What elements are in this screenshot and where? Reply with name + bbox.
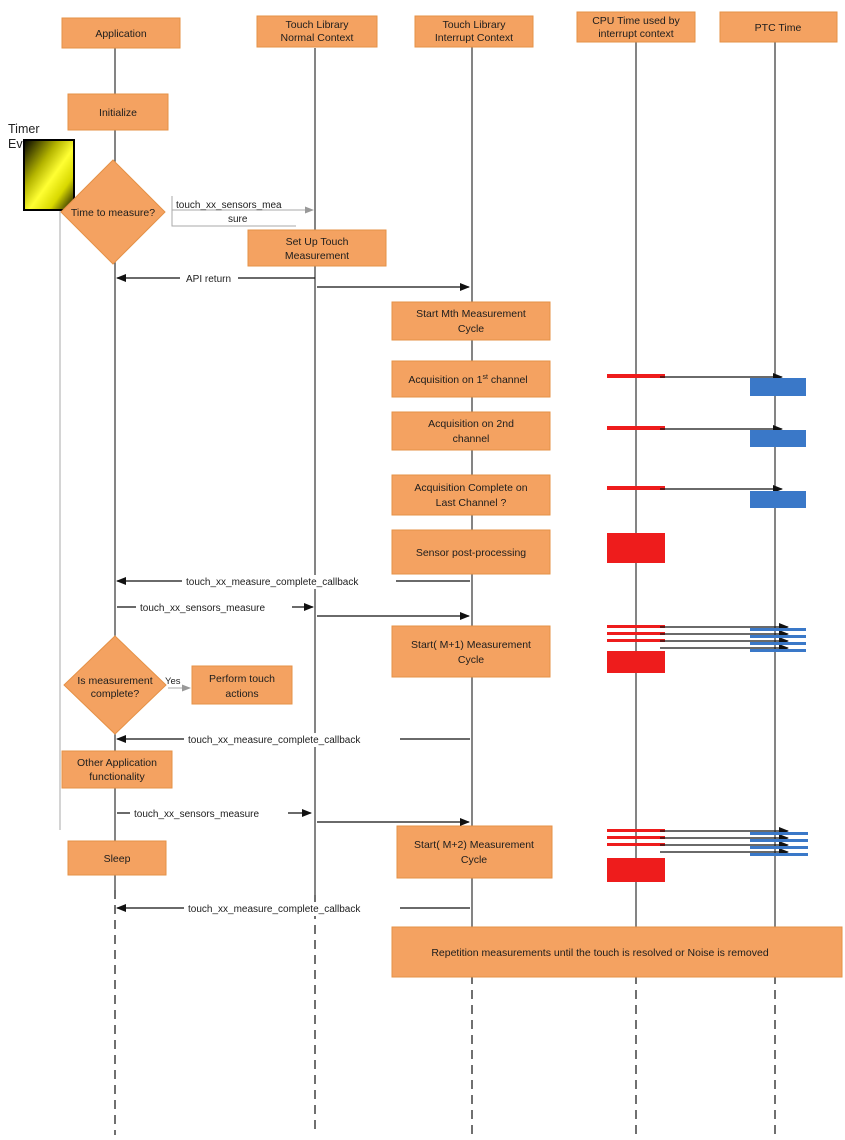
ptc-bar-m1-3 [750,642,806,645]
ptc-bar-m2-3 [750,846,808,849]
header-ptc-time-label: PTC Time [755,22,802,34]
sensors-measure-3-label: touch_xx_sensors_measure [134,809,260,820]
complete-callback-3-label: touch_xx_measure_complete_callback [188,904,361,915]
cpu-bar-m2-3 [607,843,665,846]
header-application-label: Application [95,28,147,40]
is-complete-label-2: complete? [91,688,140,700]
header-cpu-time-label-2: interrupt context [598,28,673,40]
acq-2-label-2: channel [453,433,490,445]
post-processing-label: Sensor post-processing [416,547,526,559]
header-normal-context [256,15,378,48]
cpu-bar-acq-last [607,486,665,490]
header-row: Application Touch Library Normal Context… [61,11,838,49]
header-normal-context-label-1: Touch Library [285,19,349,31]
start-m2-label-1: Start( M+2) Measurement [414,839,534,851]
cpu-bar-m1-post [607,651,665,673]
sleep-box [67,840,167,876]
api-return-label-bg [180,272,238,284]
timer-event: Timer Event [8,122,75,211]
start-m1-label-2: Cycle [458,654,484,666]
start-m2-box [396,825,553,879]
setup-measurement-box [247,229,387,267]
sensors-measure-1-label-2: sure [228,214,248,225]
cpu-bar-m1-3 [607,639,665,642]
cpu-bar-m2-post [607,858,665,882]
perform-touch-box [191,665,293,705]
other-functionality-label-1: Other Application [77,757,157,769]
acq-1-box [391,360,551,398]
timer-event-icon [23,139,75,211]
acq-1-label: Acquisition on 1st channel [408,374,527,386]
header-normal-context-label-2: Normal Context [281,32,354,44]
complete-callback-3-label-bg [184,902,400,916]
sensors-measure-1-label-1: touch_xx_sensors_mea [176,200,282,211]
setup-measurement-label-2: Measurement [285,250,349,262]
cpu-bar-post-processing [607,533,665,563]
cpu-bar-acq-2 [607,426,665,430]
setup-measurement-label-1: Set Up Touch [286,236,349,248]
ptc-bar-m2-4 [750,853,808,856]
acq-last-label-2: Last Channel ? [436,497,507,509]
ptc-bar-acq-2 [750,430,806,447]
timing-bars [607,373,808,882]
ptc-bar-m1-2 [750,635,806,638]
complete-callback-1-label: touch_xx_measure_complete_callback [186,577,359,588]
start-m-box [391,301,551,341]
header-interrupt-context-label-1: Touch Library [442,19,506,31]
is-complete-label-1: Is measurement [77,675,152,687]
acq-last-box [391,474,551,516]
initialize-label: Initialize [99,107,137,119]
initialize-box [67,93,169,131]
yes-label: Yes [165,676,181,687]
repetition-box [391,926,843,978]
ptc-bar-acq-1 [750,378,806,396]
is-complete-decision [63,635,167,735]
other-functionality-label-2: functionality [89,771,145,783]
start-m-label-1: Start Mth Measurement [416,308,526,320]
timer-event-label-1: Timer [8,122,39,136]
post-processing-box [391,529,551,575]
complete-callback-2-label: touch_xx_measure_complete_callback [188,735,361,746]
acq-2-box [391,411,551,451]
other-functionality-box [61,750,173,789]
perform-touch-label-2: actions [225,688,258,700]
header-application [61,17,181,49]
sensors-measure-2-label: touch_xx_sensors_measure [140,603,266,614]
start-m1-label-1: Start( M+1) Measurement [411,639,531,651]
cpu-bar-m2-2 [607,836,665,839]
acq-last-label-1: Acquisition Complete on [414,482,527,494]
cpu-bar-m1-2 [607,632,665,635]
cpu-bar-m1-1 [607,625,665,628]
ptc-bar-m1-4 [750,649,806,652]
start-m-label-2: Cycle [458,323,484,335]
complete-callback-1-label-bg [182,575,396,589]
api-return-label: API return [186,274,231,285]
ptc-bar-acq-last [750,491,806,508]
ptc-bar-m1-1 [750,628,806,631]
header-interrupt-context [414,15,534,48]
start-m1-box [391,625,551,678]
time-to-measure-decision [60,159,166,265]
repetition-label: Repetition measurements until the touch … [431,947,768,959]
start-m2-label-2: Cycle [461,854,487,866]
header-ptc-time [719,11,838,43]
header-cpu-time [576,11,696,43]
messages: touch_xx_sensors_mea sure API return tou… [116,196,470,916]
complete-callback-2-label-bg [184,733,400,747]
sensors-measure-1-bracket [171,196,296,227]
sensors-measure-3-label-bg [130,807,288,820]
cpu-bar-m2-1 [607,829,665,832]
ptc-bar-m2-1 [750,832,808,835]
header-cpu-time-label-1: CPU Time used by [592,15,680,27]
ptc-bar-m2-2 [750,839,808,842]
sleep-label: Sleep [104,853,131,865]
acq-2-label-1: Acquisition on 2nd [428,418,514,430]
time-to-measure-label: Time to measure? [71,207,155,219]
perform-touch-label-1: Perform touch [209,673,275,685]
cpu-bar-acq-1 [607,374,665,378]
header-interrupt-context-label-2: Interrupt Context [435,32,513,44]
sensors-measure-2-label-bg [136,601,292,614]
